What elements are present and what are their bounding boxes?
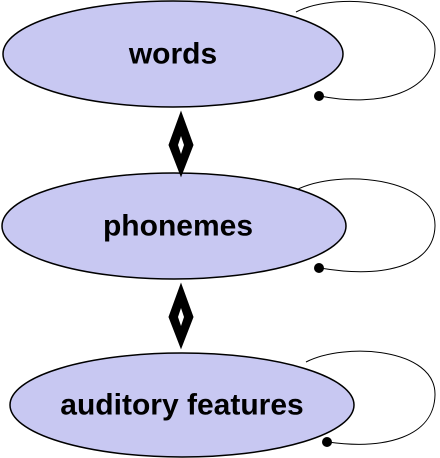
node-words: words <box>2 0 344 108</box>
self-loop-words <box>295 1 436 101</box>
node-phonemes: phonemes <box>1 172 347 280</box>
node-auditory-features-ellipse <box>9 352 355 458</box>
loop-endpoint-dot <box>314 91 324 101</box>
node-words-ellipse <box>2 0 344 108</box>
node-phonemes-label: phonemes <box>103 210 253 243</box>
loop-endpoint-dot <box>314 263 324 273</box>
node-words-label: words <box>128 38 217 71</box>
node-auditory-features-label: auditory features <box>60 389 303 422</box>
loop-endpoint-dot <box>322 437 332 447</box>
self-loop-auditory <box>305 350 436 447</box>
bidirectional-arrow-words-phonemes <box>168 110 194 178</box>
bidirectional-arrow-phonemes-auditory <box>168 282 194 350</box>
self-loop-phonemes <box>295 178 436 273</box>
node-auditory-features: auditory features <box>9 352 355 458</box>
node-phonemes-ellipse <box>1 172 347 280</box>
